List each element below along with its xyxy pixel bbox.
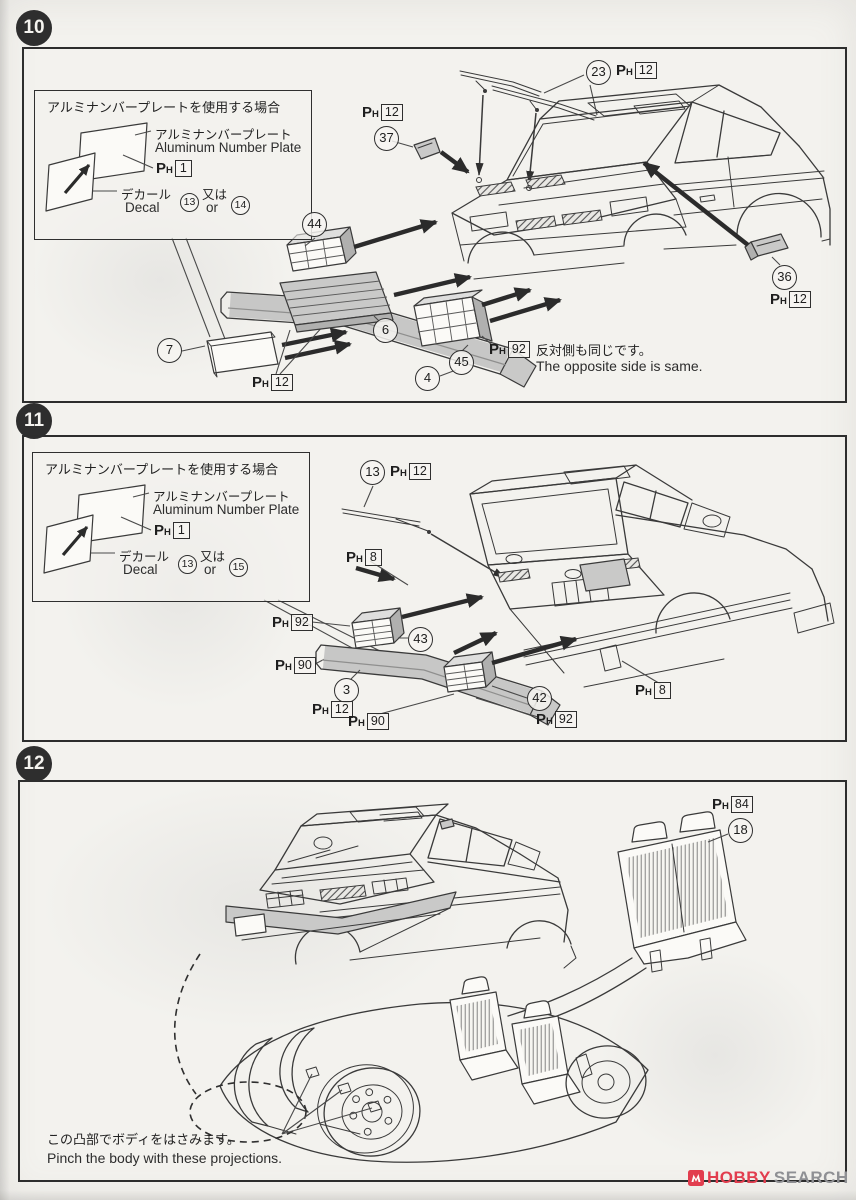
part-callout-13: 13	[360, 460, 385, 485]
plate-label-jp: アルミナンバープレート	[153, 490, 290, 504]
scan-edge-shadow-bottom	[0, 1190, 856, 1200]
part-callout-36: 36	[772, 265, 797, 290]
pinch-caption-en: Pinch the body with these projections.	[47, 1150, 283, 1166]
front-seats	[449, 976, 593, 1105]
or-label-en: or	[206, 200, 219, 215]
installed-mirror	[439, 818, 455, 830]
cowl-clip-part	[391, 137, 441, 160]
decal-label-en: Decal	[123, 562, 158, 577]
part-callout-3: 3	[334, 678, 359, 703]
taillight-recess	[579, 558, 631, 592]
decal-label-jp: デカール	[121, 188, 172, 202]
mudflap	[599, 644, 622, 672]
car-body-front-view	[451, 84, 831, 280]
step-10-diagram	[171, 70, 831, 388]
watermark-word-search: SEARCH	[773, 1168, 849, 1187]
plate-label-en: Aluminum Number Plate	[155, 140, 302, 155]
part-callout-42: 42	[527, 686, 552, 711]
door-mirror-part	[744, 233, 789, 266]
part-callout-7: 7	[157, 338, 182, 363]
decal-option-2: 14	[231, 196, 250, 215]
decal-label-jp: デカール	[119, 550, 170, 564]
plate-label-jp: アルミナンバープレート	[155, 128, 292, 142]
aluminum-plate-note-box: アルミナンバープレートを使用する場合 アルミナンバープレート Aluminum …	[32, 452, 310, 602]
note-title: アルミナンバープレートを使用する場合	[47, 100, 281, 115]
part-callout-4: 4	[415, 366, 440, 391]
part-callout-44: 44	[302, 212, 327, 237]
plate-label-en: Aluminum Number Plate	[153, 502, 300, 517]
decal-option-2: 15	[229, 558, 248, 577]
decal-option-1: 13	[178, 555, 197, 574]
side-note-en: The opposite side is same.	[536, 358, 703, 374]
decal-option-1: 13	[180, 193, 199, 212]
part-callout-37: 37	[374, 126, 399, 151]
rear-wiper-part	[341, 485, 431, 534]
note-plate-diagram	[43, 484, 152, 574]
step-10-panel: アルミナンバープレートを使用する場合 アルミナンバープレート Aluminum …	[22, 47, 847, 403]
hobby-search-watermark: HOBBY SEARCH	[688, 1168, 849, 1188]
step-12-diagram	[173, 803, 747, 1163]
license-plate-part	[181, 331, 279, 378]
scan-edge-shadow-left	[0, 0, 10, 1200]
part-callout-43: 43	[408, 627, 433, 652]
step-12-number-badge: 12	[16, 746, 52, 782]
or-label-jp: 又は	[202, 188, 228, 202]
steering-wheel-through-glass	[702, 514, 722, 528]
note-plate-diagram	[45, 122, 154, 212]
combo-lamp-part	[413, 289, 493, 353]
decal-label-en: Decal	[125, 200, 160, 215]
step-11-panel: アルミナンバープレートを使用する場合 アルミナンバープレート Aluminum …	[22, 435, 847, 742]
watermark-word-hobby: HOBBY	[707, 1168, 771, 1187]
car-body-complete	[225, 803, 577, 969]
side-note-jp: 反対側も同じです。	[536, 343, 652, 358]
part-callout-18: 18	[728, 818, 753, 843]
part-callout-6: 6	[373, 318, 398, 343]
wiper-blades-part	[459, 70, 598, 121]
steering-wheel-through-glass	[313, 836, 333, 850]
part-callout-45: 45	[449, 350, 474, 375]
rear-wheel	[565, 1045, 647, 1119]
step-11-number-badge: 11	[16, 403, 52, 439]
or-label-en: or	[204, 562, 217, 577]
step-11-diagram	[263, 464, 835, 726]
hobby-search-icon	[688, 1170, 704, 1186]
taillight-left-part	[311, 607, 408, 665]
part-callout-23: 23	[586, 60, 611, 85]
gear-shifter	[575, 1053, 593, 1079]
aluminum-plate-note-box: アルミナンバープレートを使用する場合 アルミナンバープレート Aluminum …	[34, 90, 312, 240]
step-10-number-badge: 10	[16, 10, 52, 46]
chassis-assembly	[219, 976, 649, 1163]
rear-seat-part	[617, 811, 747, 973]
or-label-jp: 又は	[200, 550, 226, 564]
front-wheel	[317, 1064, 421, 1157]
installed-license-plate	[233, 913, 267, 937]
note-title: アルミナンバープレートを使用する場合	[45, 462, 279, 477]
pinch-caption-jp: この凸部でボディをはさみます。	[47, 1132, 240, 1147]
